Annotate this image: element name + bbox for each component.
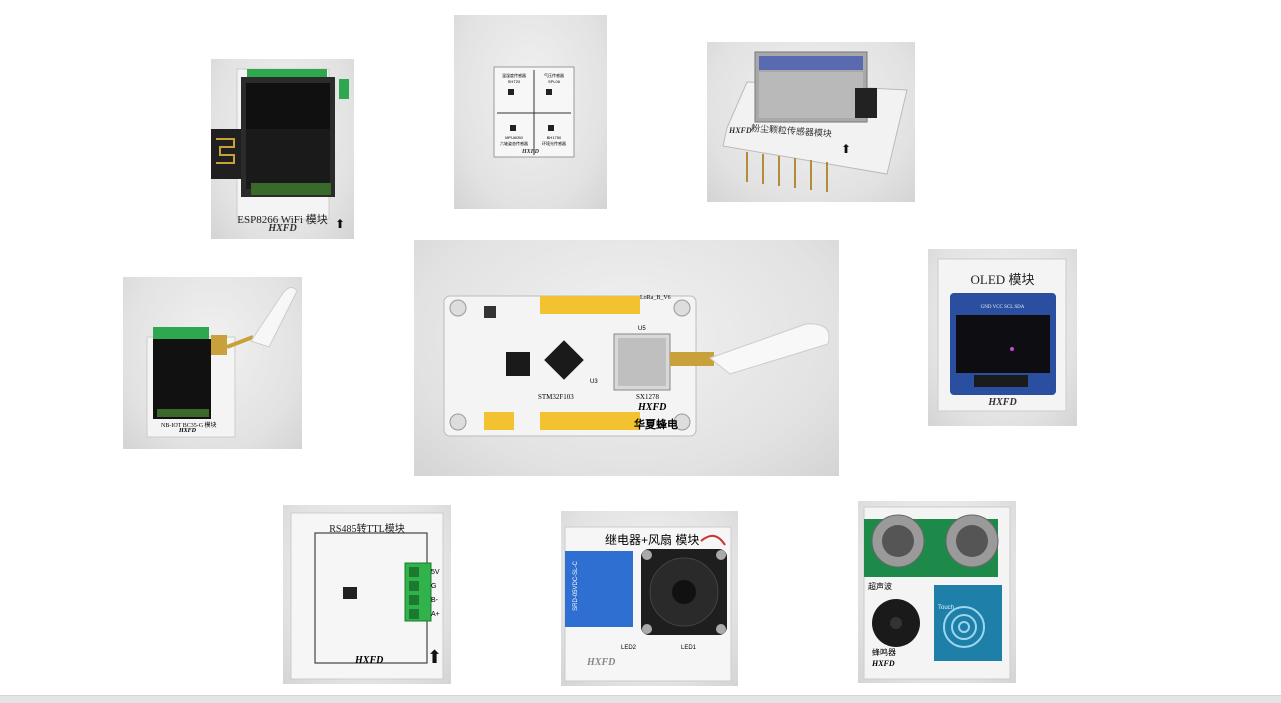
lora-mcu-label: STM32F103 [538,393,574,401]
sensor-cell-1: 温湿度传感器 [502,73,526,78]
relay-brand: HXFD [587,657,616,668]
buzzer-label: 蜂鸣器 [872,648,896,657]
oled-label: OLED 模块 [970,272,1035,287]
sensor-board-graphic [493,66,575,158]
lora-board-graphic [443,295,830,437]
relay-led2: LED2 [621,645,637,651]
relay-fan-module-photo: 继电器+风扇 模块 SRD-05VDC-SL-C LED2 LED1 HXFD [561,511,738,686]
sensor-cell-2: 气压传感器 [544,73,564,78]
rs485-pin-a: A+ [431,611,440,618]
dust-sensor-photo: 粉尘颗粒传感器模块 HXFD ⬆ [707,42,915,202]
nb-iot-label: NB-IOT BC35-G 模块 [161,423,217,429]
esp8266-brand: HXFD [268,223,297,234]
sensor-chip-2: SPL06 [547,79,560,84]
sensor-chip-3: MPU6050 [505,135,523,140]
ultrasonic-label: 超声波 [868,582,892,591]
lora-u3-label: U3 [590,379,598,385]
ultrasonic-module-graphic [863,506,1011,680]
nb-iot-module-graphic [146,287,298,438]
nb-iot-brand: HXFD [179,428,197,434]
lora-brand: HXFD [638,402,667,413]
lora-u5-label: U5 [638,326,646,332]
touch-label: Touch [938,605,955,611]
ultrasonic-brand: HXFD [872,659,895,668]
ultrasonic-module-photo: 超声波 蜂鸣器 Touch HXFD [858,501,1016,683]
dust-sensor-graphic [722,51,908,192]
sensor-cell-3: 六轴姿态传感器 [500,141,528,146]
oled-module-photo: OLED 模块 GND VCC SCL SDA HXFD [928,249,1077,426]
rs485-brand: HXFD [355,655,384,666]
lora-company: 华夏蜂电 [634,419,678,431]
oled-pins: GND VCC SCL SDA [980,305,1025,310]
rs485-pin-g: G [431,583,437,590]
rs485-pin-b: B- [431,597,438,604]
sensor-chip-4: BH1750 [546,135,562,140]
esp8266-module-photo: ESP8266 WiFi 模块 HXFD ⬆ [211,59,354,239]
relay-fan-module-graphic [564,526,732,682]
lora-board-version: LoRa_B_V6 [640,295,671,301]
arrow-up-icon: ⬆ [427,647,443,667]
rs485-module-graphic [290,512,444,680]
rs485-module-photo: RS485转TTL模块 5V G B- A+ HXFD ⬆ [283,505,451,684]
esp8266-module-graphic [211,68,349,220]
lora-rf-label: SX1278 [636,393,659,401]
rs485-pin-5v: 5V [431,569,440,576]
nb-iot-module-photo: NB-IOT BC35-G 模块 HXFD [123,277,302,449]
relay-led1: LED1 [681,645,697,651]
relay-fan-label: 继电器+风扇 模块 [605,533,700,547]
esp8266-label: ESP8266 WiFi 模块 [237,214,328,226]
oled-brand: HXFD [988,397,1017,408]
relay-text: SRD-05VDC-SL-C [572,561,579,611]
bottom-scroll-bar[interactable] [0,695,1281,703]
arrow-up-icon: ⬆ [841,142,852,156]
sensor-board-brand: HXFD [521,149,539,155]
rs485-label: RS485转TTL模块 [329,524,405,535]
sensor-cell-4: 环境光传感器 [542,141,566,146]
dust-sensor-brand: HXFD [729,126,752,135]
lora-board-photo: LoRa_B_V6 U5 U3 STM32F103 SX1278 HXFD 华夏… [414,240,839,476]
sensor-board-photo: 温湿度传感器 气压传感器 六轴姿态传感器 环境光传感器 SHT20 SPL06 … [454,15,607,209]
sensor-chip-1: SHT20 [507,79,521,84]
oled-module-graphic [937,258,1067,412]
arrow-up-icon: ⬆ [335,217,346,231]
